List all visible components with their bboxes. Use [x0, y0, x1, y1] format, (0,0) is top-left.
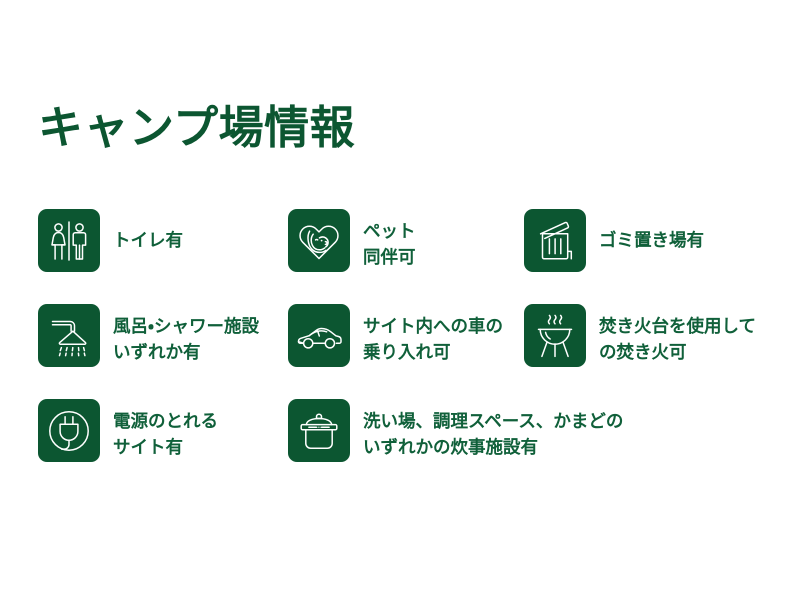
bbq-icon-tile	[524, 304, 586, 367]
feature-label-line1: サイト内への車の	[363, 316, 503, 336]
feature-label: トイレ有	[113, 209, 183, 253]
feature-label: ゴミ置き場有	[599, 209, 704, 253]
feature-item-shower: 風呂・シャワー施設 いずれか有	[38, 304, 259, 367]
feature-label: ペット 同伴可	[363, 209, 416, 270]
feature-label-line2: いずれか有	[113, 342, 201, 362]
feature-label-line1: ペット	[363, 221, 416, 241]
feature-label-line1: 風呂・シャワー施設	[113, 316, 259, 336]
trash-icon-tile	[524, 209, 586, 272]
cooking-icon-tile	[288, 399, 350, 462]
feature-grid: トイレ有 ペット	[38, 209, 778, 494]
feature-label-line2: 乗り入れ可	[363, 342, 451, 362]
cooking-pot-icon	[300, 412, 338, 449]
feature-item-power: 電源のとれる サイト有	[38, 399, 218, 462]
feature-label-line2: 同伴可	[363, 247, 416, 267]
feature-item-trash: ゴミ置き場有	[524, 209, 704, 272]
feature-item-pet: ペット 同伴可	[288, 209, 416, 272]
bbq-grill-icon	[537, 314, 573, 357]
feature-item-cooking: 洗い場、調理スペース、かまどの いずれかの炊事施設有	[288, 399, 623, 462]
feature-label-line1: 焚き火台を使用して	[599, 316, 756, 336]
pet-heart-dog-icon	[299, 225, 339, 259]
feature-row: 電源のとれる サイト有	[38, 399, 778, 494]
feature-label: 電源のとれる サイト有	[113, 399, 218, 460]
feature-label-line1: 洗い場、調理スペース、かまどの	[363, 411, 624, 431]
pet-icon-tile	[288, 209, 350, 272]
feature-row: トイレ有 ペット	[38, 209, 778, 304]
toilet-icon	[51, 220, 87, 261]
shower-icon	[51, 320, 87, 356]
feature-item-toilet: トイレ有	[38, 209, 183, 272]
feature-item-bonfire: 焚き火台を使用して の焚き火可	[524, 304, 756, 367]
feature-label-line1: 電源のとれる	[113, 411, 218, 431]
page-title: キャンプ場情報	[38, 102, 356, 153]
shower-icon-tile	[38, 304, 100, 367]
trash-bin-icon	[539, 221, 573, 260]
feature-label: 洗い場、調理スペース、かまどの いずれかの炊事施設有	[363, 399, 623, 460]
feature-row: 風呂・シャワー施設 いずれか有	[38, 304, 778, 399]
feature-label-line1: トイレ有	[113, 230, 183, 250]
feature-label: 焚き火台を使用して の焚き火可	[599, 304, 756, 365]
power-icon-tile	[38, 399, 100, 462]
feature-label-line2: サイト有	[113, 437, 183, 457]
car-icon	[297, 327, 342, 349]
toilet-icon-tile	[38, 209, 100, 272]
feature-label: 風呂・シャワー施設 いずれか有	[113, 304, 259, 365]
feature-label: サイト内への車の 乗り入れ可	[363, 304, 503, 365]
power-plug-icon	[49, 410, 89, 451]
feature-item-car: サイト内への車の 乗り入れ可	[288, 304, 503, 367]
feature-label-line2: いずれかの炊事施設有	[363, 437, 538, 457]
feature-label-line1: ゴミ置き場有	[599, 230, 704, 250]
car-icon-tile	[288, 304, 350, 367]
feature-label-line2: の焚き火可	[599, 342, 687, 362]
